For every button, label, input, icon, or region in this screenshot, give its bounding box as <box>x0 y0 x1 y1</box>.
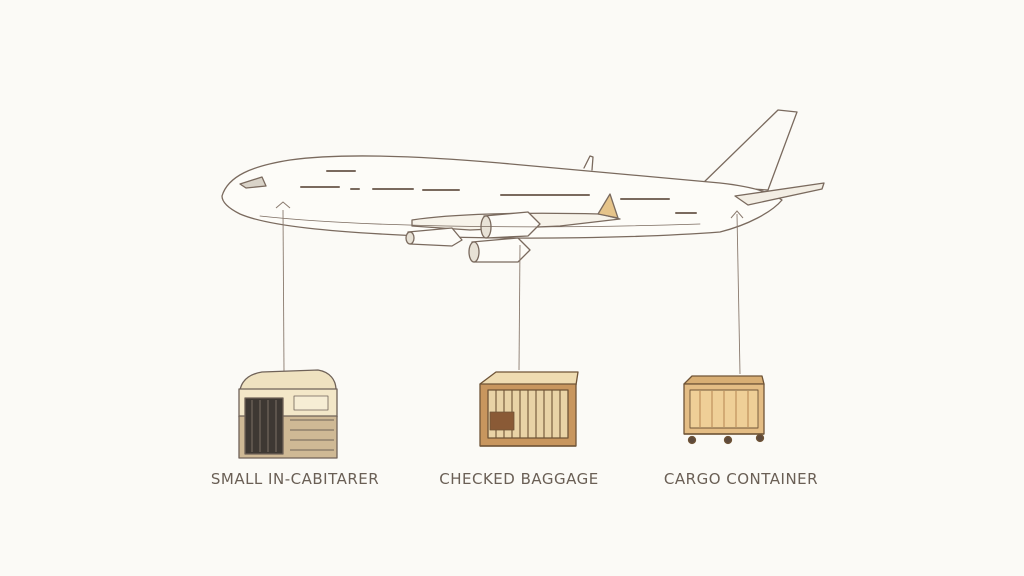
airplane-illustration <box>221 109 825 263</box>
connector-lines <box>282 209 741 375</box>
label-checked-baggage: CHECKED BAGGAGE <box>439 470 599 488</box>
window-row <box>300 170 697 214</box>
connector-small <box>282 209 285 373</box>
cargo-container-illustration <box>683 375 765 445</box>
label-small-carrier: SMALL IN-CABITARER <box>210 470 380 488</box>
connector-cargo <box>736 213 741 375</box>
small-carrier-illustration <box>238 369 338 459</box>
connector-checked <box>518 244 521 371</box>
arrow-small <box>275 201 291 209</box>
arrow-markers <box>275 201 744 219</box>
arrow-cargo <box>730 210 744 219</box>
label-cargo-container: CARGO CONTAINER <box>663 470 819 488</box>
checked-crate-illustration <box>479 371 579 447</box>
